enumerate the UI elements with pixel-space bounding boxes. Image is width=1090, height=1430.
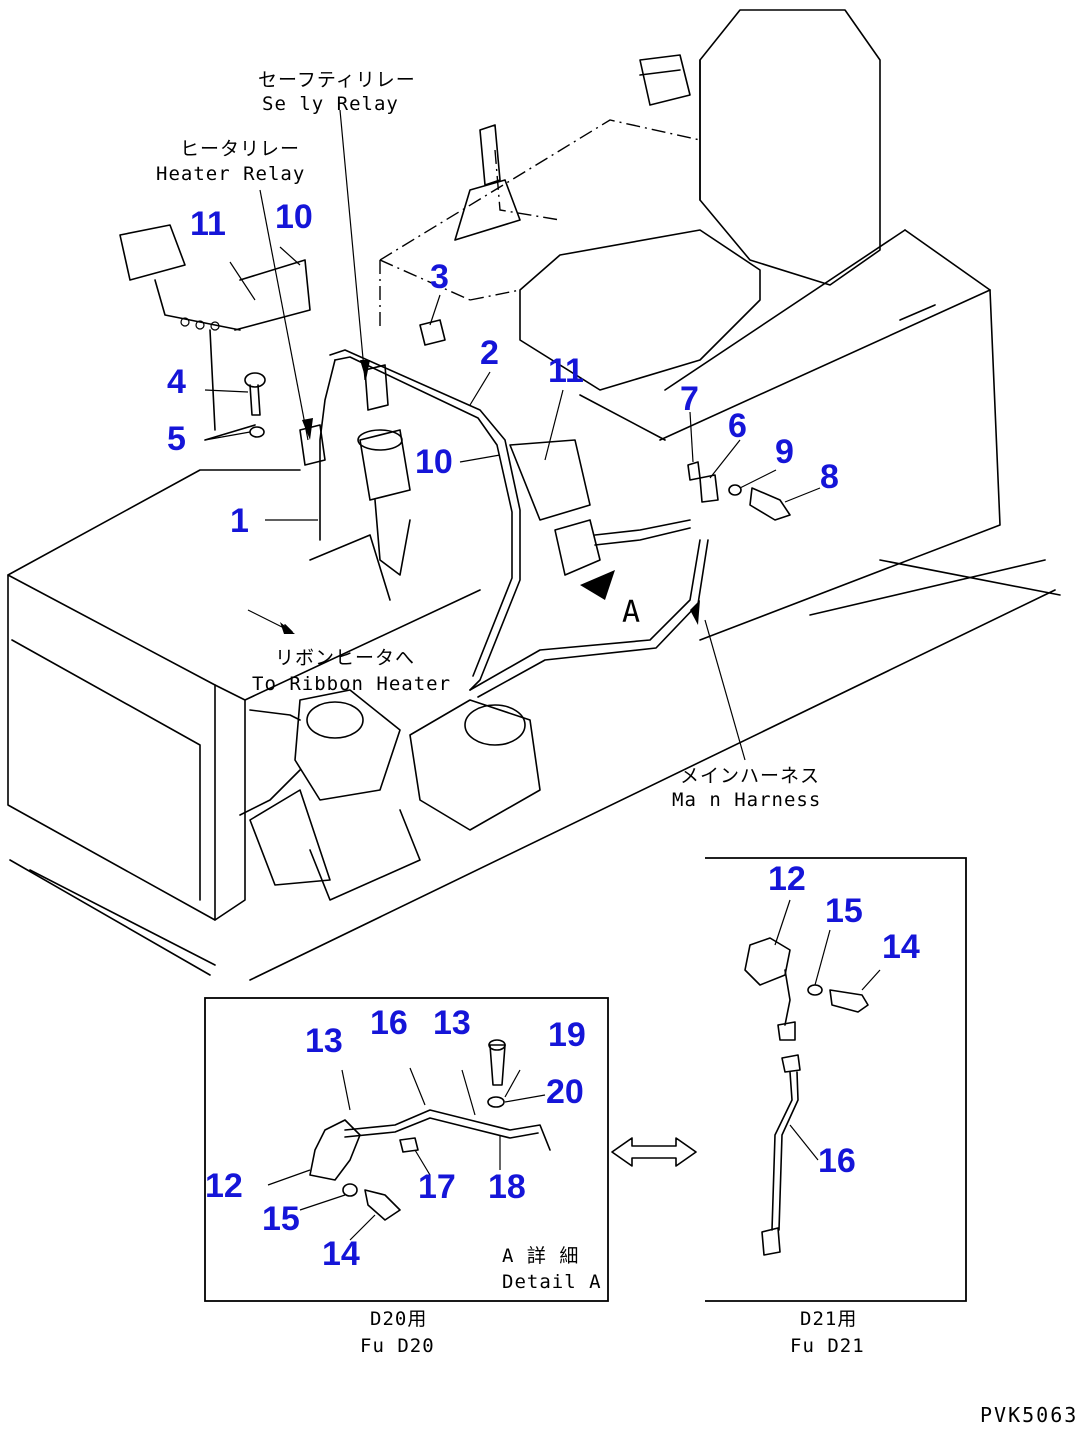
d21-box [705,857,967,1302]
callout-10: 10 [415,443,453,481]
safety-relay-en: Se ly Relay [262,93,399,115]
callout-14: 14 [882,928,920,966]
callout-5: 5 [167,420,186,458]
safety-relay-jp: セーフティリレー [258,69,416,91]
callout-14: 14 [322,1235,360,1273]
callout-2: 2 [480,334,499,372]
machine-body [7,9,1061,981]
callout-3: 3 [430,258,449,296]
callout-17: 17 [418,1168,456,1206]
callout-12: 12 [205,1167,243,1205]
view-arrow-icon [580,570,615,600]
d21-jp: D21用 [800,1308,857,1330]
ribbon-heater-jp: リボンヒータへ [275,647,415,669]
callout-10: 10 [275,198,313,236]
detail-a-en: Detail A [502,1271,602,1293]
callout-9: 9 [775,433,794,471]
callout-16: 16 [818,1142,856,1180]
drawing-ref: PVK5063 [980,1403,1078,1427]
callout-4: 4 [167,363,186,401]
callout-1: 1 [230,502,249,540]
d21-en: Fu D21 [790,1335,865,1357]
engine-area [249,429,601,901]
heater-relay-jp: ヒータリレー [180,138,300,160]
leader-lines [204,109,821,761]
callout-8: 8 [820,458,839,496]
main-harness-jp: メインハーネス [680,765,820,787]
callout-6: 6 [728,407,747,445]
callout-12: 12 [768,860,806,898]
ribbon-heater-en: To Ribbon Heater [252,673,451,695]
equivalence-arrow-icon [611,1137,697,1167]
callout-11: 11 [548,352,584,390]
callout-13: 13 [305,1022,343,1060]
d20-en: Fu D20 [360,1335,435,1357]
callout-7: 7 [680,380,699,418]
callout-19: 19 [548,1016,586,1054]
detail-a-box [204,997,609,1302]
callout-11: 11 [190,205,226,243]
callout-18: 18 [488,1168,526,1206]
callout-20: 20 [546,1073,584,1111]
callout-13: 13 [433,1004,471,1042]
callout-15: 15 [262,1200,300,1238]
view-a-label: A [622,595,641,630]
heater-relay-en: Heater Relay [156,163,305,185]
main-harness-en: Ma n Harness [672,789,821,811]
callout-15: 15 [825,892,863,930]
detail-a-jp: A 詳 細 [502,1245,579,1267]
harness-routing [239,349,709,816]
d20-jp: D20用 [370,1308,427,1330]
callout-16: 16 [370,1004,408,1042]
